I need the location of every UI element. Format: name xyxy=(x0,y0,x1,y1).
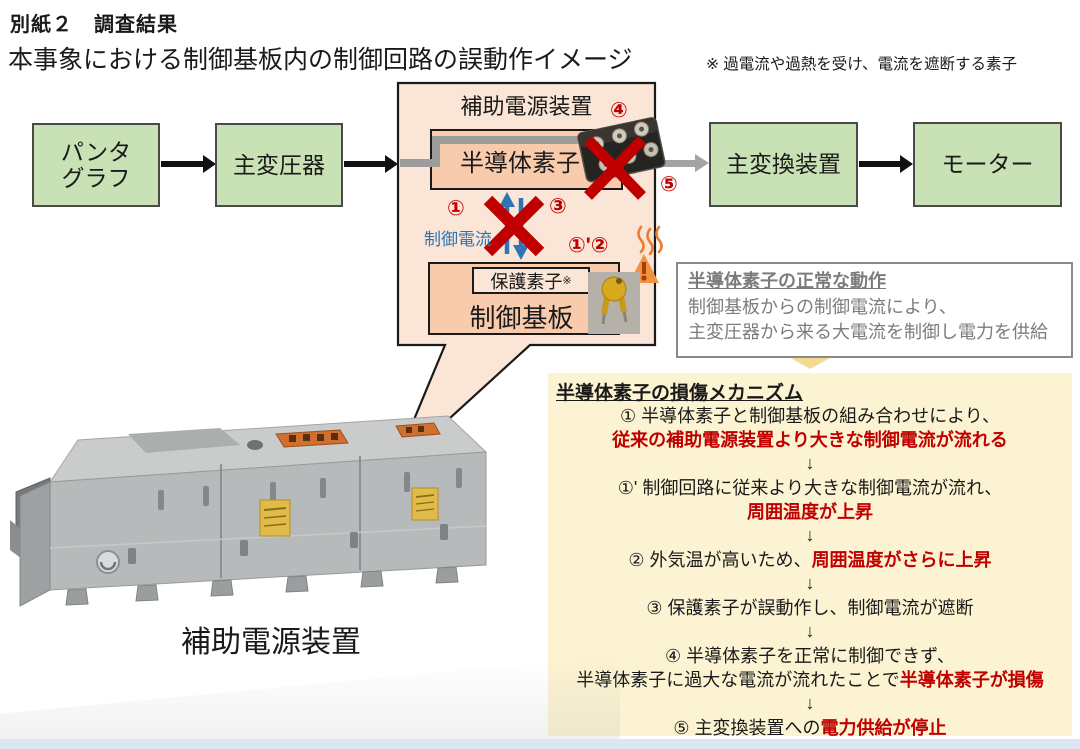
flow-box-main-converter: 主変換装置 xyxy=(709,122,858,207)
flow-arrow-3 xyxy=(859,155,913,173)
circled-number-3: ③ xyxy=(549,195,567,218)
mechanism-down-arrow: ↓ xyxy=(805,525,815,545)
circled-number-1: ① xyxy=(447,197,465,220)
power-output-arrow xyxy=(656,154,709,172)
main-converter-label: 主変換装置 xyxy=(726,151,841,178)
protection-element-label: 保護素子 xyxy=(490,271,563,292)
mechanism-step-3: ③ 保護素子が誤動作し、制御電流が遮断 xyxy=(646,598,974,618)
mechanism-down-arrow: ↓ xyxy=(805,621,815,641)
aux-power-unit-photo xyxy=(10,415,488,607)
flow-box-main-transformer: 主変圧器 xyxy=(215,123,343,207)
circled-number-5: ⑤ xyxy=(660,173,678,196)
normal-operation-title: 半導体素子の正常な動作 xyxy=(688,271,886,291)
control-board-label: 制御基板 xyxy=(469,303,574,333)
mechanism-step-4: ④ 半導体素子を正常に制御できず、 xyxy=(665,646,955,666)
flow-arrow-2 xyxy=(344,155,398,173)
mechanism-title: 半導体素子の損傷メカニズム xyxy=(556,383,804,404)
flow-box-motor: モーター xyxy=(913,122,1062,207)
control-current-label: 制御電流 xyxy=(424,230,492,249)
normal-operation-line1: 制御基板からの制御電流により、 xyxy=(688,296,957,317)
mechanism-step-1: ① 半導体素子と制御基板の組み合わせにより、 xyxy=(619,406,1001,426)
normal-operation-box: 半導体素子の正常な動作 制御基板からの制御電流により、 主変圧器から来る大電流を… xyxy=(676,262,1073,358)
warning-label-sticker xyxy=(259,499,291,537)
main-transformer-label: 主変圧器 xyxy=(233,151,325,178)
mechanism-down-arrow: ↓ xyxy=(805,573,815,593)
mechanism-down-arrow: ↓ xyxy=(805,693,815,713)
motor-label: モーター xyxy=(941,151,1034,178)
flow-box-pantograph: パンタ グラフ xyxy=(32,123,160,207)
bubble-title: 補助電源装置 xyxy=(460,94,593,119)
mechanism-step-1prime: ①' 制御回路に従来より大きな制御電流が流れ、 xyxy=(617,478,1003,498)
circled-number-1prime-2: ①'② xyxy=(568,234,609,257)
footnote: ※ 過電流や過熱を受け、電流を遮断する素子 xyxy=(706,56,1018,73)
normal-operation-line2: 主変圧器から来る大電流を制御し電力を供給 xyxy=(688,322,1048,343)
warning-label-sticker xyxy=(411,487,439,521)
pantograph-label: パンタ グラフ xyxy=(60,138,132,191)
mechanism-down-arrow: ↓ xyxy=(805,453,815,473)
mechanism-step-1-result: 従来の補助電源装置より大きな制御電流が流れる xyxy=(612,430,1008,450)
flow-arrow-1 xyxy=(161,155,216,173)
mechanism-step-5: ⑤ 主変換装置への電力供給が停止 xyxy=(673,718,947,738)
heat-waves-icon xyxy=(637,225,663,256)
semiconductor-damaged-x-icon xyxy=(584,136,646,200)
current-blocked-x-icon xyxy=(483,195,545,257)
mechanism-step-1prime-result: 周囲温度が上昇 xyxy=(747,502,873,522)
page-title: 別紙２ 調査結果 xyxy=(10,14,178,36)
protection-element-box: 保護素子※ xyxy=(472,267,590,294)
semiconductor-label: 半導体素子 xyxy=(460,150,580,177)
circled-number-4: ④ xyxy=(610,99,628,122)
mechanism-step-2: ② 外気温が高いため、周囲温度がさらに上昇 xyxy=(628,550,992,570)
page-subtitle: 本事象における制御基板内の制御回路の誤動作イメージ xyxy=(8,46,633,74)
bottom-strip xyxy=(0,739,1080,749)
protection-element-photo xyxy=(588,272,640,334)
mechanism-box: 半導体素子の損傷メカニズム ① 半導体素子と制御基板の組み合わせにより、 従来の… xyxy=(548,373,1072,738)
semiconductor-module-photo xyxy=(577,117,666,183)
mechanism-step-4-result: 半導体素子に過大な電流が流れたことで半導体素子が損傷 xyxy=(576,670,1044,690)
photo-caption: 補助電源装置 xyxy=(181,626,361,659)
